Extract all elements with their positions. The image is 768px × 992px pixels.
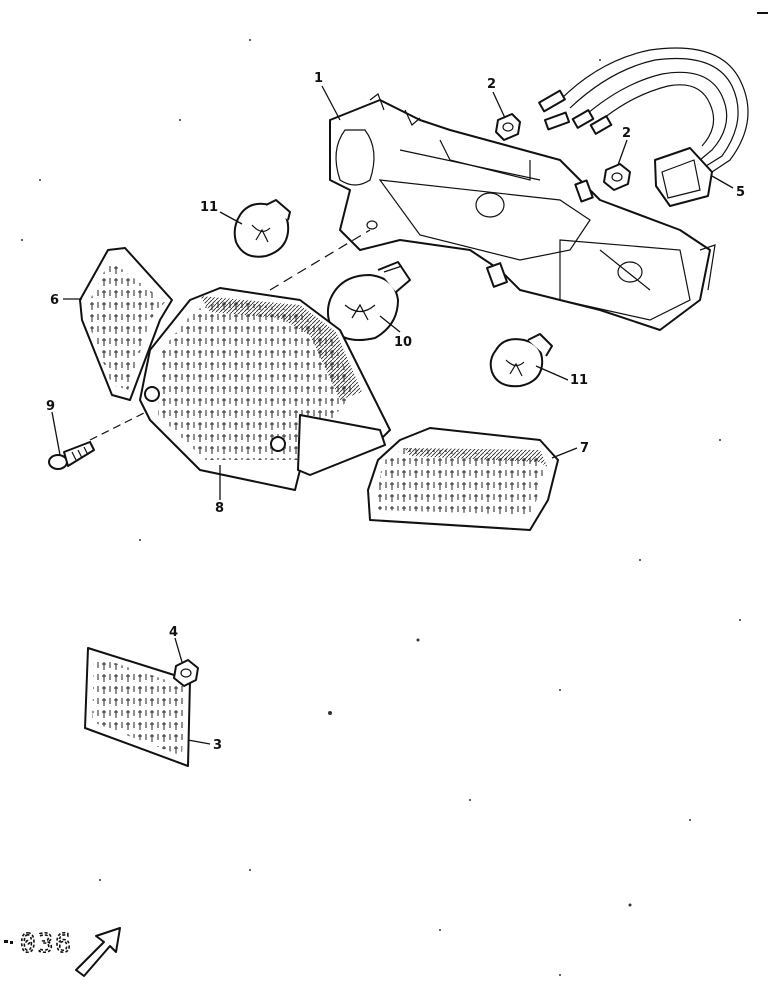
callout-2-right: 2 [622, 126, 631, 141]
wiring-harness [538, 47, 749, 207]
callout-9: 9 [46, 399, 55, 414]
bulb-small-upper [233, 199, 291, 258]
nut-right [603, 163, 631, 191]
turn-signal-lens-right [367, 427, 559, 531]
assembly-line [269, 229, 371, 291]
callout-11-upper: 11 [200, 200, 218, 215]
callout-3: 3 [213, 738, 222, 753]
callout-7: 7 [580, 441, 589, 456]
page-code-group: 036 [4, 928, 73, 960]
callout-8: 8 [215, 501, 224, 516]
arrow-icon [75, 927, 121, 977]
callout-2-upper: 2 [487, 77, 496, 92]
nut-upper [495, 113, 521, 141]
callout-5: 5 [736, 185, 745, 200]
screw [48, 441, 95, 470]
tail-light-bracket [329, 93, 716, 331]
turn-signal-lens-left [79, 247, 173, 401]
leader-lines [51, 85, 734, 745]
bulb-large [326, 261, 411, 341]
page-code: 036 [20, 929, 73, 959]
tail-lens-main [139, 287, 391, 491]
scan-specks [21, 12, 768, 976]
nut-reflector [173, 659, 199, 687]
callout-11-lower: 11 [570, 373, 588, 388]
reflector-plate [84, 647, 191, 767]
callout-4: 4 [169, 625, 178, 640]
callout-1: 1 [314, 71, 323, 86]
bulb-small-lower [489, 333, 553, 388]
callout-10: 10 [394, 335, 412, 350]
assembly-line-bolt [89, 409, 151, 441]
callout-6: 6 [50, 293, 59, 308]
